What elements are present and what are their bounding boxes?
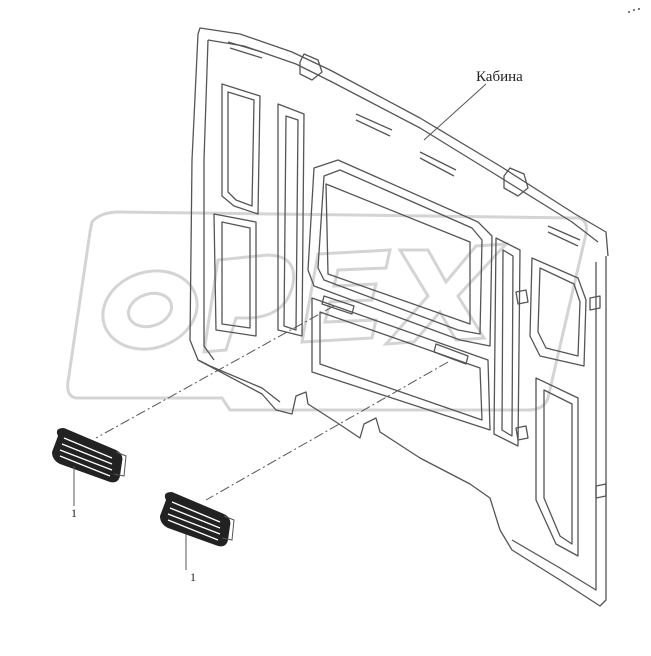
leader-lines — [73, 83, 487, 570]
corner-mark — [628, 8, 640, 13]
assembly-line-right — [205, 361, 449, 501]
vent-grille-right — [160, 492, 235, 547]
assembly-line-left — [95, 305, 335, 439]
part-number-right: 1 — [190, 570, 196, 584]
part-number-left: 1 — [71, 506, 77, 520]
assembly-label: Кабина — [476, 69, 523, 85]
assembly-lines — [95, 305, 449, 501]
leader-line-assembly — [423, 83, 487, 141]
cab-back-wall — [189, 27, 609, 607]
vent-grille-left — [52, 428, 127, 483]
